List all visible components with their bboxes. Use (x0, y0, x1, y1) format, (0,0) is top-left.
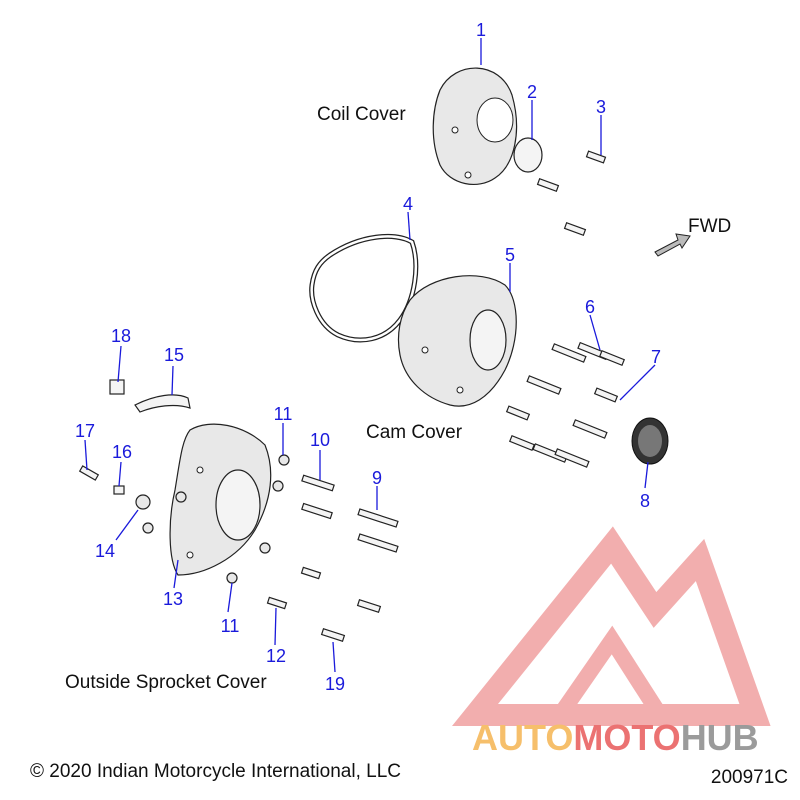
coil-cover-part (432, 67, 518, 186)
cam-cover-part (397, 275, 517, 407)
callout-8: 8 (640, 491, 650, 511)
callout-4: 4 (403, 194, 413, 214)
copyright-text: © 2020 Indian Motorcycle International, … (30, 761, 401, 782)
outside-sprocket-cover-label: Outside Sprocket Cover (65, 672, 267, 693)
cam-cover-screws (505, 341, 626, 468)
logo-text-moto: MOTO (573, 717, 680, 758)
coil-cover-plug-part (513, 137, 543, 173)
callout-18: 18 (111, 326, 131, 346)
callout-2: 2 (527, 82, 537, 102)
cam-cover-gasket-part (309, 233, 419, 343)
callout-7: 7 (651, 347, 661, 367)
callout-11-upper: 11 (274, 404, 293, 424)
automotohub-logo: AUTOMOTOHUB (452, 526, 771, 758)
callout-9: 9 (372, 468, 382, 488)
clip-part (109, 379, 125, 395)
dowel-part (113, 485, 125, 495)
callout-16: 16 (112, 442, 132, 462)
callout-10: 10 (310, 430, 330, 450)
forward-arrow-icon (654, 233, 691, 257)
medallion-part (631, 417, 669, 465)
callout-19: 19 (325, 674, 345, 694)
bolt-17-part (78, 465, 100, 481)
callout-13: 13 (163, 589, 183, 609)
callout-1: 1 (476, 20, 486, 40)
fwd-label: FWD (688, 216, 731, 237)
coil-cover-screws (536, 150, 607, 237)
outside-sprocket-cover-part (169, 423, 272, 576)
logo-text-hub: HUB (681, 717, 759, 758)
sprocket-cover-hardware (226, 454, 399, 643)
callout-5: 5 (505, 245, 515, 265)
callout-6: 6 (585, 297, 595, 317)
callout-15: 15 (164, 345, 184, 365)
callout-11-lower: 11 (221, 616, 240, 636)
callout-3: 3 (596, 97, 606, 117)
callout-17: 17 (75, 421, 95, 441)
grommets-part (135, 491, 187, 534)
svg-text:AUTOMOTOHUB: AUTOMOTOHUB (472, 717, 759, 758)
coil-cover-label: Coil Cover (317, 104, 406, 125)
callout-12: 12 (266, 646, 286, 666)
logo-text-auto: AUTO (472, 717, 573, 758)
callout-14: 14 (95, 541, 115, 561)
leader-lines (84, 38, 656, 673)
callout-numbers: 1 2 3 4 5 6 7 8 9 10 11 11 12 13 14 15 1… (75, 20, 661, 694)
cam-cover-label: Cam Cover (366, 422, 463, 443)
diagram-id: 200971C (711, 767, 788, 788)
bracket-part (134, 394, 191, 413)
